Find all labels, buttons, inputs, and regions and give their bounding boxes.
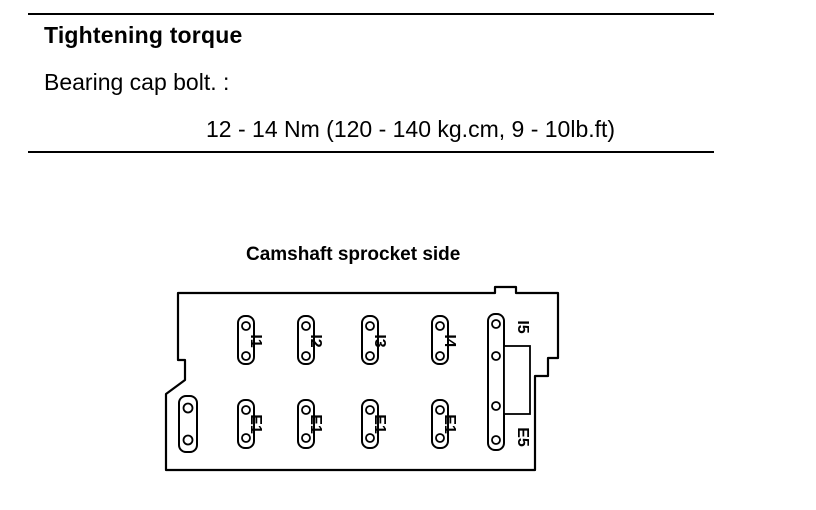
torque-value: 12 - 14 Nm (120 - 140 kg.cm, 9 - 10lb.ft… — [206, 116, 616, 142]
intake-cap-2-label: I2 — [307, 334, 324, 347]
intake-cap-4: I4 — [431, 315, 458, 365]
exhaust-cap-3-label: E1 — [371, 414, 388, 434]
intake-cap-4-label: I4 — [441, 334, 458, 347]
exhaust-cap-1-label: E1 — [247, 414, 264, 434]
torque-heading: Tightening torque — [44, 22, 243, 48]
bottom-rule — [28, 151, 714, 153]
end-cap-top-label: I5 — [514, 320, 531, 333]
exhaust-cap-3: E1 — [361, 399, 388, 449]
bearing-cap-bolt-label: Bearing cap bolt. : — [44, 69, 230, 95]
intake-cap-1: I1 — [237, 315, 264, 365]
top-rule — [28, 13, 714, 15]
intake-cap-2: I2 — [297, 315, 324, 365]
intake-cap-3: I3 — [361, 315, 388, 365]
exhaust-cap-1: E1 — [237, 399, 264, 449]
intake-cap-3-label: I3 — [371, 334, 388, 347]
figure-caption: Camshaft sprocket side — [246, 244, 461, 265]
end-cap-bottom-label: E5 — [514, 427, 531, 447]
exhaust-cap-2-label: E1 — [307, 414, 324, 434]
front-cap — [178, 395, 198, 453]
intake-cap-1-label: I1 — [247, 334, 264, 347]
cylinder-head-outline — [164, 285, 560, 472]
exhaust-cap-4: E1 — [431, 399, 458, 449]
rear-end-cap: I5 E5 — [487, 313, 531, 451]
exhaust-cap-4-label: E1 — [441, 414, 458, 434]
exhaust-cap-2: E1 — [297, 399, 324, 449]
